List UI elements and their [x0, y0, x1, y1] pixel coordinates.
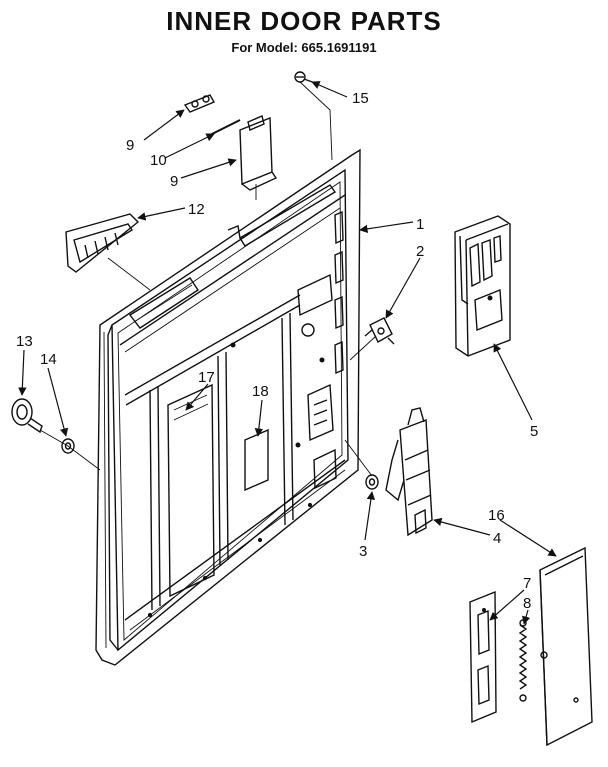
page-title: INNER DOOR PARTS — [166, 6, 442, 36]
callout-1: 1 — [416, 216, 424, 233]
callout-10: 9 — [126, 137, 134, 154]
callout-14: 14 — [40, 351, 57, 368]
callout-18: 18 — [252, 383, 269, 400]
callout-13: 13 — [16, 333, 33, 350]
side-panel-part-16 — [539, 546, 593, 747]
callout-3: 3 — [359, 543, 367, 560]
callout-4: 4 — [493, 530, 501, 547]
latch-bolt-part-2 — [364, 317, 395, 345]
callout-labels: 15 9 10 9 12 1 2 13 14 17 18 5 16 4 3 7 … — [16, 90, 538, 612]
spring-part-8 — [518, 619, 528, 702]
vent-cover-part-9 — [239, 115, 278, 191]
inner-door-panel — [95, 148, 361, 666]
callout-15: 15 — [352, 90, 369, 107]
assembly-lines — [39, 81, 377, 477]
screw-part-15 — [294, 71, 319, 85]
callout-11: 10 — [150, 152, 167, 169]
clip-part-10 — [183, 94, 216, 113]
rod-part-11 — [209, 119, 241, 136]
latch-assembly-part-4 — [385, 407, 433, 537]
handle-part-12 — [65, 213, 140, 273]
nut-part-3 — [365, 474, 379, 490]
callout-9: 9 — [170, 173, 178, 190]
callout-12: 12 — [188, 201, 205, 218]
callout-17: 17 — [198, 369, 215, 386]
callout-2: 2 — [416, 243, 424, 260]
callout-8: 8 — [523, 595, 531, 612]
callout-5: 5 — [530, 423, 538, 440]
knob-part-13 — [11, 398, 43, 434]
dispenser-module-part-5 — [454, 215, 511, 357]
callout-7: 7 — [523, 575, 531, 592]
bracket-part-7 — [469, 590, 497, 724]
callout-16: 16 — [488, 507, 505, 524]
page-subtitle: For Model: 665.1691191 — [231, 40, 376, 55]
leader-lines — [18, 81, 557, 625]
